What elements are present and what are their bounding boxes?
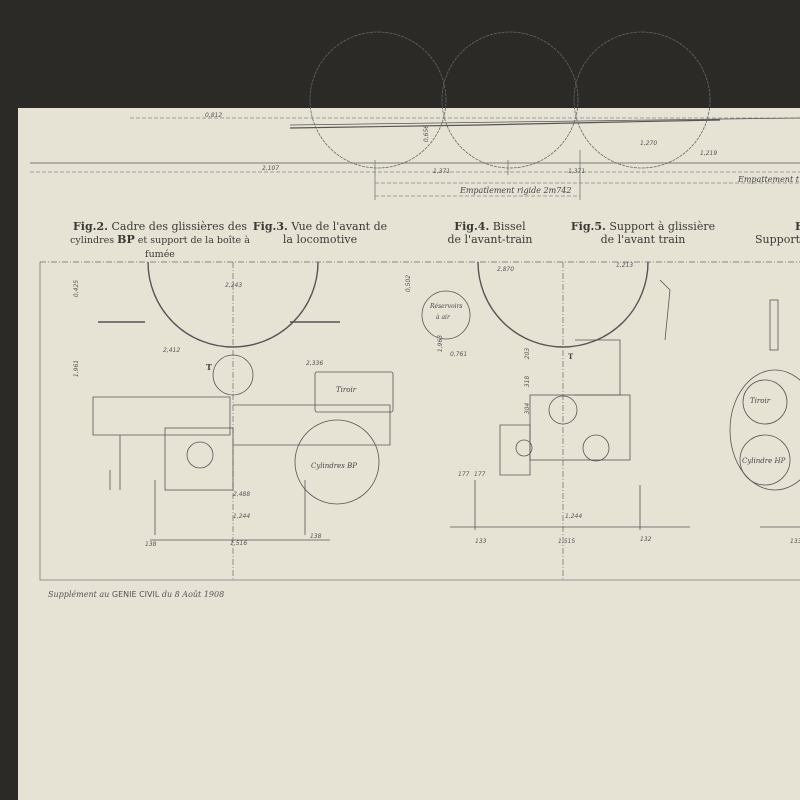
fig4-number: Fig.4.	[454, 220, 490, 233]
dim-label: 177	[458, 471, 470, 478]
fig2-3-drawing	[92, 261, 394, 580]
empattement-label: Empattement t	[738, 175, 799, 184]
dim-label: 138	[310, 533, 322, 540]
dim-label: 2,412	[163, 347, 181, 354]
fig6-caption: F Support	[755, 220, 800, 246]
dim-label: 177	[474, 471, 486, 478]
dim-label: 132	[640, 536, 652, 543]
dim-label: 1,270	[640, 140, 658, 147]
side-view-fragment	[30, 31, 800, 200]
paper-sheet	[18, 108, 800, 800]
label-tiroir: Tiroir	[750, 397, 771, 405]
footer-citation: Supplément au GENIE CIVIL du 8 Août 1908	[48, 590, 224, 599]
fig5-number: Fig.5.	[570, 220, 606, 233]
dim-label: 1,516	[230, 540, 248, 547]
dim-label: 2,107	[262, 165, 280, 172]
dim-label: 2,336	[306, 360, 324, 367]
dim-label: 1,244	[565, 513, 583, 520]
label-cylindre-hp: Cylindre HP	[742, 457, 786, 465]
fig4-title-2: de l'avant-train	[447, 233, 533, 246]
dim-label: 1,371	[568, 168, 586, 175]
dim-label: 0,502	[405, 274, 413, 293]
dim-label: 1,961	[73, 359, 81, 378]
frame-border	[39, 262, 800, 581]
fig2-title-2b: et support de la boîte à fumée	[134, 235, 250, 260]
dim-label: 1,219	[700, 150, 718, 157]
fig6-number: F	[795, 220, 800, 233]
dim-label: 133	[790, 538, 800, 545]
dim-label: 0,425	[73, 279, 81, 298]
label-tiroir: Tiroir	[336, 386, 357, 394]
footer-journal: GENIE CIVIL	[111, 590, 160, 599]
footer-pre: Supplément au	[48, 590, 110, 599]
dim-label: 1,371	[433, 168, 451, 175]
fig3-title-2: la locomotive	[282, 233, 358, 246]
fig5-caption: Fig.5. Support à glissière de l'avant tr…	[568, 220, 718, 246]
label-reservoirs: Réservoirs	[430, 303, 463, 310]
dim-label: 318	[524, 375, 532, 388]
footer-date: du 8 Août 1908	[161, 590, 225, 599]
dim-label: 304	[524, 402, 532, 415]
fig3-number: Fig.3.	[252, 220, 288, 233]
fig6-drawing	[729, 369, 800, 528]
fig4-title: Bissel	[492, 220, 526, 233]
dim-label: 2,488	[233, 491, 251, 498]
fig2-number: Fig.2.	[73, 220, 108, 233]
dim-label: 1,963	[437, 334, 445, 353]
fig2-title-2a: cylindres	[70, 235, 118, 246]
empattement-rigide-label: Empatlement rigide 2m742	[460, 186, 572, 195]
dim-label: 133	[475, 538, 487, 545]
fig5-title: Support à glissière	[609, 220, 716, 233]
dim-label: 1,244	[233, 513, 251, 520]
dim-label: 2,870	[497, 266, 515, 273]
dim-label: 0,761	[450, 351, 468, 358]
dim-label: 1,213	[616, 262, 634, 269]
fig3-title: Vue de l'avant de	[291, 220, 388, 233]
label-t: T	[568, 352, 574, 361]
fig2-title-bp: BP	[117, 233, 135, 246]
fig4-5-drawing	[421, 261, 779, 580]
label-t: T	[206, 362, 212, 372]
label-a-air: à air	[436, 314, 450, 321]
fig6-title-2: Support	[755, 233, 800, 246]
dim-label: 203	[524, 347, 532, 360]
dim-label: 1,515	[558, 538, 576, 545]
dim-label: 0,656	[423, 124, 431, 143]
dim-label: 2,243	[225, 282, 243, 289]
dim-label: 0,812	[205, 112, 223, 119]
fig4-caption: Fig.4. Bissel de l'avant-train	[440, 220, 540, 246]
dim-label: 138	[145, 541, 157, 548]
fig2-caption: Fig.2. Cadre des glissières des cylindre…	[60, 220, 260, 261]
fig2-title: Cadre des glissières des	[111, 220, 247, 233]
fig3-caption: Fig.3. Vue de l'avant de la locomotive	[245, 220, 395, 246]
fig5-title-2: de l'avant train	[600, 233, 686, 246]
label-cylindres-bp: Cylindres BP	[311, 462, 357, 470]
